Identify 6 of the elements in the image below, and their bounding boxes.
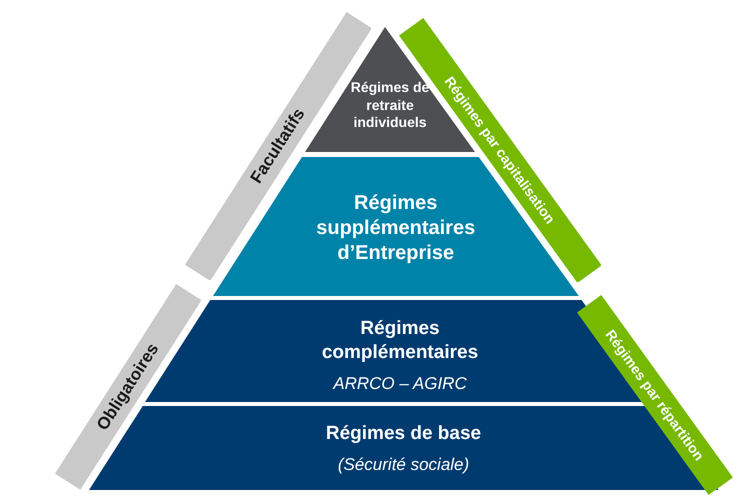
tier-subtitle: (Sécurité sociale) (338, 454, 470, 475)
tier-title: Régimes de base (326, 422, 482, 446)
tier-title: Régimes de retraite individuels (350, 79, 430, 132)
tier-title: Régimes supplémentaires d’Entreprise (315, 191, 476, 266)
tier-title: Régimes complémentaires (320, 317, 480, 364)
tier-subtitle: ARRCO – AGIRC (333, 372, 467, 394)
